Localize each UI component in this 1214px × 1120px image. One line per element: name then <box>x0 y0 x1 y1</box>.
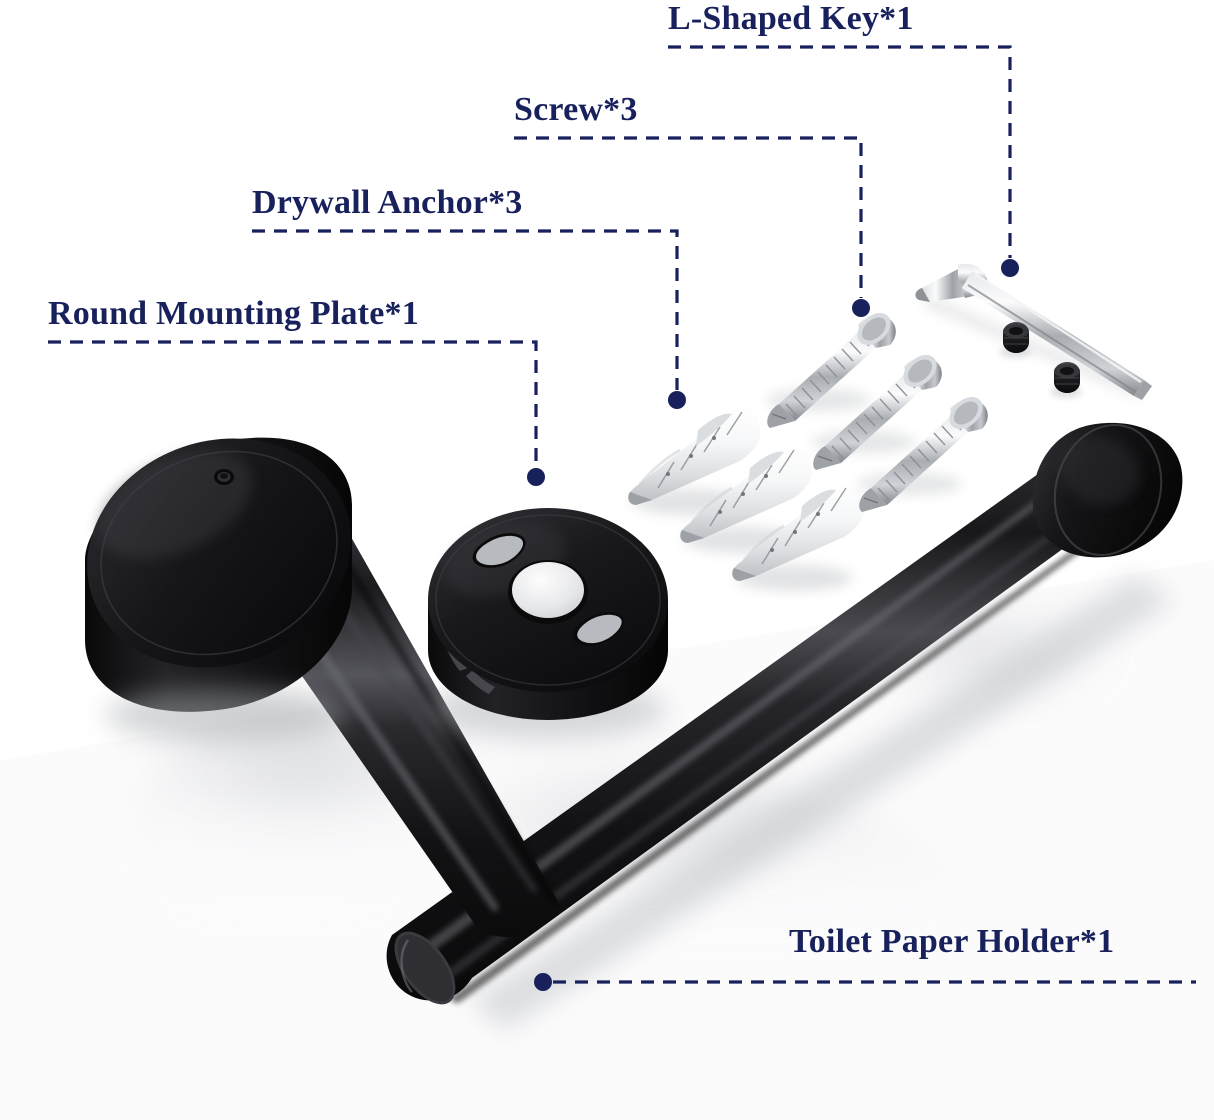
callout-label-l-shaped-key: L-Shaped Key*1 <box>668 0 914 37</box>
screw-group <box>766 313 988 512</box>
set-screw <box>1050 362 1082 398</box>
base-flange-shadow <box>105 689 345 741</box>
plate-slot-upper <box>472 533 526 568</box>
bar-underside <box>450 512 1130 1003</box>
plate-top-seam <box>435 514 661 686</box>
lkey-long-leg <box>962 271 1144 396</box>
holder-end-cap <box>1032 422 1183 558</box>
screw <box>812 355 942 470</box>
lkey-end-face <box>915 288 930 302</box>
screw <box>858 397 988 512</box>
round-mounting-plate <box>428 508 668 740</box>
drywall-anchor <box>732 483 865 591</box>
toilet-paper-holder <box>85 422 1183 1030</box>
arm-highlight-2 <box>283 526 538 893</box>
base-set-screw-hole <box>214 469 234 485</box>
callout-label-screw: Screw*3 <box>514 91 638 128</box>
bar-contact-shadow <box>470 575 1175 1030</box>
set-screw-group <box>999 322 1082 398</box>
screw <box>766 313 896 428</box>
l-shaped-key <box>915 263 1152 400</box>
set-screw <box>999 322 1031 358</box>
base-flange-sheen <box>97 451 253 559</box>
plate-slot-lower <box>572 612 625 646</box>
bar-highlight-2 <box>438 490 1112 983</box>
end-cap-seam <box>1053 423 1163 557</box>
bar-end-face-inner <box>397 934 453 1002</box>
lkey-tip <box>1134 380 1152 400</box>
bar-end-rim <box>400 939 413 993</box>
plate-center-hole <box>508 560 588 624</box>
lkey-highlight <box>974 272 1142 384</box>
callout-label-toilet-paper-holder: Toilet Paper Holder*1 <box>789 923 1115 960</box>
holder-roll-bar <box>386 442 1136 1005</box>
callout-label-round-mounting-plate: Round Mounting Plate*1 <box>48 295 419 332</box>
holder-base-flange <box>85 437 352 741</box>
lkey-shade <box>967 284 1137 393</box>
end-cap-sheen <box>1060 435 1140 505</box>
drywall-anchor-group <box>628 407 865 591</box>
callout-label-drywall-anchor: Drywall Anchor*3 <box>252 184 523 221</box>
bar-highlight <box>423 459 1096 954</box>
